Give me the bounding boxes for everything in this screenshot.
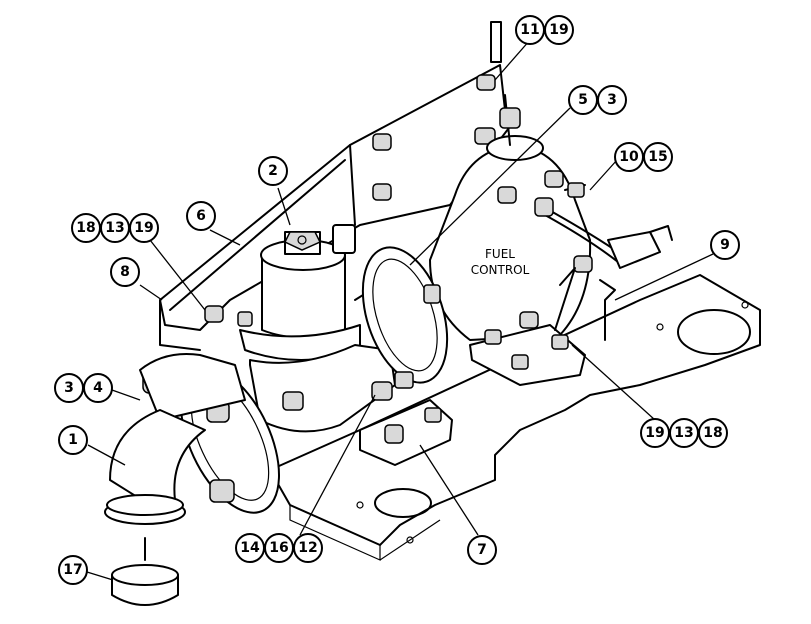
base-plate xyxy=(269,274,761,561)
callout-10-15: 10 15 xyxy=(614,142,673,172)
callout-number: 12 xyxy=(298,540,317,556)
dust-cap xyxy=(111,537,179,606)
leader-lines xyxy=(86,39,714,581)
callout-17: 17 xyxy=(58,555,88,585)
callout-5-3: 5 3 xyxy=(568,85,627,115)
callout-number: 11 xyxy=(520,22,539,38)
callout-number: 9 xyxy=(720,237,730,253)
callout-number: 17 xyxy=(63,562,82,578)
callout-6: 6 xyxy=(186,201,216,231)
callout-1: 1 xyxy=(58,425,88,455)
callout-number: 3 xyxy=(64,380,74,396)
inlet-elbow xyxy=(104,409,206,525)
callout-19-13-18: 19 13 18 xyxy=(640,418,728,448)
callout-11-19: 11 19 xyxy=(515,15,574,45)
callout-number: 18 xyxy=(703,425,722,441)
fuel-control-pad xyxy=(469,324,586,386)
fuel-control-label-line2: CONTROL xyxy=(471,263,530,277)
fuel-tube xyxy=(534,182,673,341)
callout-number: 13 xyxy=(105,220,124,236)
callout-number: 16 xyxy=(269,540,288,556)
callout-18-13-19: 18 13 19 xyxy=(71,213,159,243)
callout-number: 4 xyxy=(93,380,103,396)
fuel-control-label-line1: FUEL xyxy=(485,247,515,261)
callout-3-4: 3 4 xyxy=(54,373,113,403)
callout-9: 9 xyxy=(710,230,740,260)
callout-number: 15 xyxy=(648,149,667,165)
callout-number: 8 xyxy=(120,264,130,280)
callout-number: 7 xyxy=(477,542,487,558)
callout-number: 13 xyxy=(674,425,693,441)
callout-number: 2 xyxy=(268,163,278,179)
callout-number: 19 xyxy=(134,220,153,236)
callout-number: 6 xyxy=(196,208,206,224)
mounting-bracket xyxy=(159,64,516,351)
solenoid-valve xyxy=(237,224,361,361)
fuel-control-body: FUEL CONTROL xyxy=(429,21,593,341)
callout-number: 19 xyxy=(549,22,568,38)
callout-number: 1 xyxy=(68,432,78,448)
outlet-flange xyxy=(361,246,449,389)
callout-number: 14 xyxy=(240,540,260,556)
lower-bracket xyxy=(359,399,453,466)
callout-8: 8 xyxy=(110,257,140,287)
inlet-flange xyxy=(139,353,280,514)
callout-number: 3 xyxy=(607,92,617,108)
callout-number: 5 xyxy=(578,92,588,108)
callout-7: 7 xyxy=(467,535,497,565)
callout-2: 2 xyxy=(258,156,288,186)
callout-number: 19 xyxy=(645,425,664,441)
callout-14-16-12: 14 16 12 xyxy=(235,533,323,563)
callout-number: 18 xyxy=(76,220,95,236)
callout-number: 10 xyxy=(619,149,639,165)
